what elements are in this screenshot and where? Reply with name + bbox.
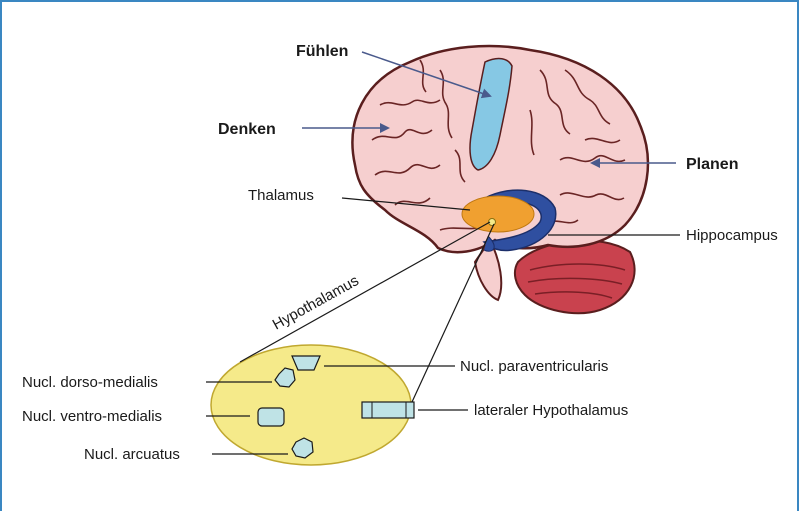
label-arcuatus: Nucl. arcuatus: [84, 446, 180, 463]
label-planen: Planen: [686, 156, 738, 173]
cerebellum: [515, 241, 635, 314]
thalamus-structure: [462, 196, 534, 232]
label-paraventricularis: Nucl. paraventricularis: [460, 358, 608, 375]
lateral-hypothalamus-shape: [362, 402, 414, 418]
label-fuehlen: Fühlen: [296, 43, 348, 60]
label-hypothalamus: Hypothalamus: [270, 272, 362, 333]
hypothalamus-zoom-line-left: [240, 222, 490, 362]
label-hippocampus: Hippocampus: [686, 227, 778, 244]
label-thalamus: Thalamus: [248, 187, 314, 204]
label-dorso-medialis: Nucl. dorso-medialis: [22, 374, 158, 391]
nucleus-ventro-medialis-shape: [258, 408, 284, 426]
label-lateraler-hypothalamus: lateraler Hypothalamus: [474, 402, 628, 419]
label-denken: Denken: [218, 121, 276, 138]
label-ventro-medialis: Nucl. ventro-medialis: [22, 408, 162, 425]
